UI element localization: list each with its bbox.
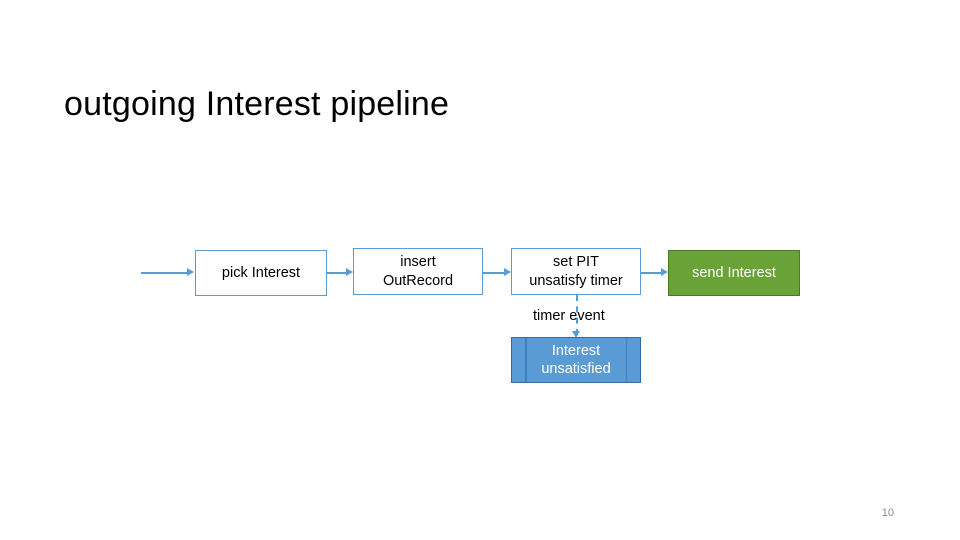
node-pick-interest[interactable]: pick Interest <box>195 250 327 296</box>
edge-label-timer-event: timer event <box>533 308 605 324</box>
edge-setpit-to-send-arrowhead <box>661 268 668 276</box>
edge-insert-to-setpit-arrowhead <box>504 268 511 276</box>
edge-insert-to-setpit <box>483 272 504 274</box>
edge-setpit-to-unsatisfied-arrowhead <box>572 331 580 338</box>
edge-entry-to-pick <box>141 272 187 274</box>
node-insert-outrecord-line2: OutRecord <box>382 272 454 289</box>
process-bar-right-icon <box>625 338 627 382</box>
node-set-pit-timer-label: set PIT unsatisfy timer <box>525 253 626 289</box>
page-title: outgoing Interest pipeline <box>64 84 450 123</box>
node-send-interest-label: send Interest <box>692 264 776 281</box>
node-insert-outrecord-label: insert OutRecord <box>379 253 457 289</box>
edge-pick-to-insert <box>327 272 346 274</box>
node-interest-unsatisfied[interactable]: Interest unsatisfied <box>511 337 641 383</box>
page-number: 10 <box>881 507 894 519</box>
node-set-pit-timer-line2: unsatisfy timer <box>529 272 623 289</box>
edge-setpit-to-send <box>641 272 661 274</box>
edge-entry-to-pick-arrowhead <box>187 268 194 276</box>
node-interest-unsatisfied-line1: Interest <box>551 342 601 359</box>
node-pick-interest-label: pick Interest <box>221 264 301 281</box>
node-interest-unsatisfied-label: Interest unsatisfied <box>537 342 614 378</box>
edge-setpit-to-unsatisfied <box>576 295 578 335</box>
node-send-interest[interactable]: send Interest <box>668 250 800 296</box>
node-interest-unsatisfied-line2: unsatisfied <box>541 361 611 377</box>
node-set-pit-timer-line1: set PIT <box>553 254 599 271</box>
process-bar-left-icon <box>525 338 527 382</box>
node-insert-outrecord-line1: insert <box>400 254 436 271</box>
edge-pick-to-insert-arrowhead <box>346 268 353 276</box>
node-set-pit-timer[interactable]: set PIT unsatisfy timer <box>511 248 641 295</box>
node-insert-outrecord[interactable]: insert OutRecord <box>353 248 483 295</box>
